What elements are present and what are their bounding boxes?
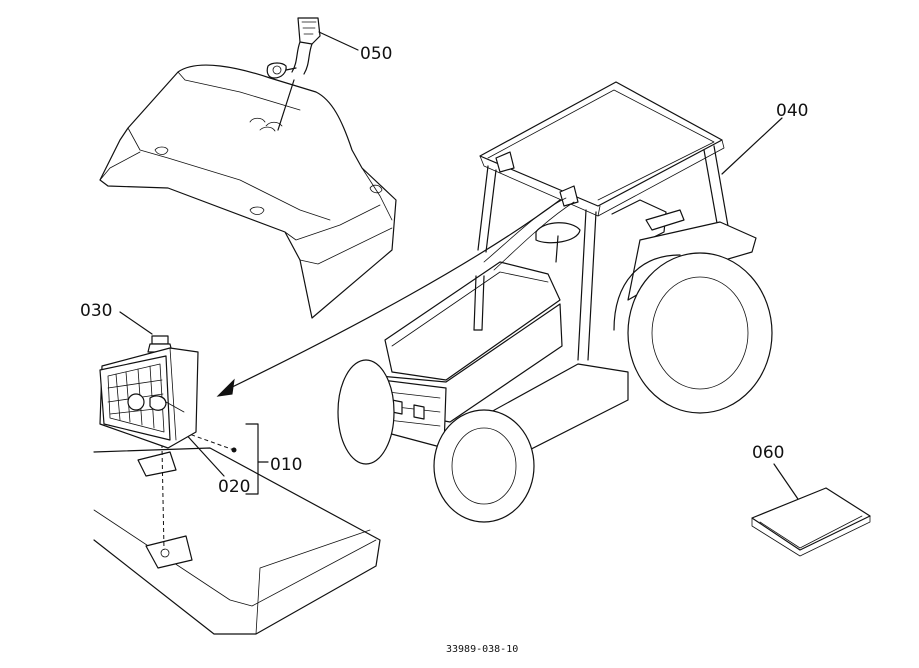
callout-010: 010 [270, 455, 302, 475]
tractor [337, 81, 773, 523]
leader-lines [119, 31, 801, 503]
switch-assembly [266, 17, 321, 131]
roof-panel [99, 64, 397, 319]
callout-020: 020 [218, 477, 250, 497]
callout-060: 060 [752, 443, 784, 463]
callout-030: 030 [80, 301, 112, 321]
headlight-detail [93, 335, 381, 635]
callout-040: 040 [776, 101, 808, 121]
callout-050: 050 [360, 44, 392, 64]
figure-number: 33989-038-10 [446, 644, 518, 655]
manual-book [751, 487, 871, 557]
